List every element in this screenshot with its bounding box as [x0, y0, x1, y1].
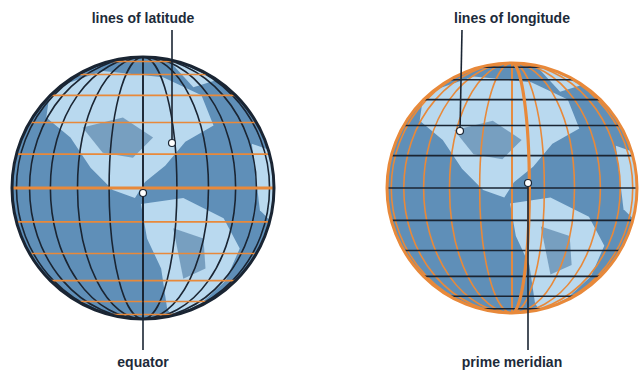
leader-line — [460, 30, 462, 131]
latitude-line — [450, 295, 575, 297]
label-text: lines of latitude — [90, 10, 197, 26]
leader-dot — [140, 190, 147, 197]
label-text: lines of longitude — [452, 10, 572, 26]
label-text: equator — [115, 354, 170, 370]
latitude-line — [50, 95, 235, 97]
prime-meridian-line — [512, 63, 529, 313]
landmass — [420, 76, 580, 197]
latitude-line — [391, 220, 632, 222]
latitude-line — [424, 99, 601, 101]
leader-line — [171, 30, 173, 143]
label-text: prime meridian — [460, 354, 564, 370]
longitude-globe — [387, 63, 640, 321]
leader-line — [527, 183, 529, 350]
latitude-line — [16, 153, 269, 155]
leader-lines — [140, 30, 532, 350]
leader-dot — [525, 180, 532, 187]
latitude-line — [109, 61, 177, 63]
latitude-globe — [12, 57, 282, 327]
latitude-line — [78, 74, 209, 76]
landmass — [46, 71, 213, 198]
latitude-line — [480, 308, 545, 310]
leader-dot — [457, 128, 464, 135]
latitude-line — [391, 155, 632, 157]
ocean — [387, 63, 637, 313]
globe-outline — [387, 63, 637, 313]
leader-line — [142, 193, 144, 350]
latitude-line — [450, 79, 575, 81]
latitude-line — [387, 187, 637, 189]
latitude-line — [404, 250, 621, 252]
latitude-line — [404, 125, 621, 127]
latitude-line — [424, 276, 601, 278]
latitude-line — [480, 66, 545, 68]
latitude-line — [30, 122, 257, 124]
leader-dot — [169, 140, 176, 147]
